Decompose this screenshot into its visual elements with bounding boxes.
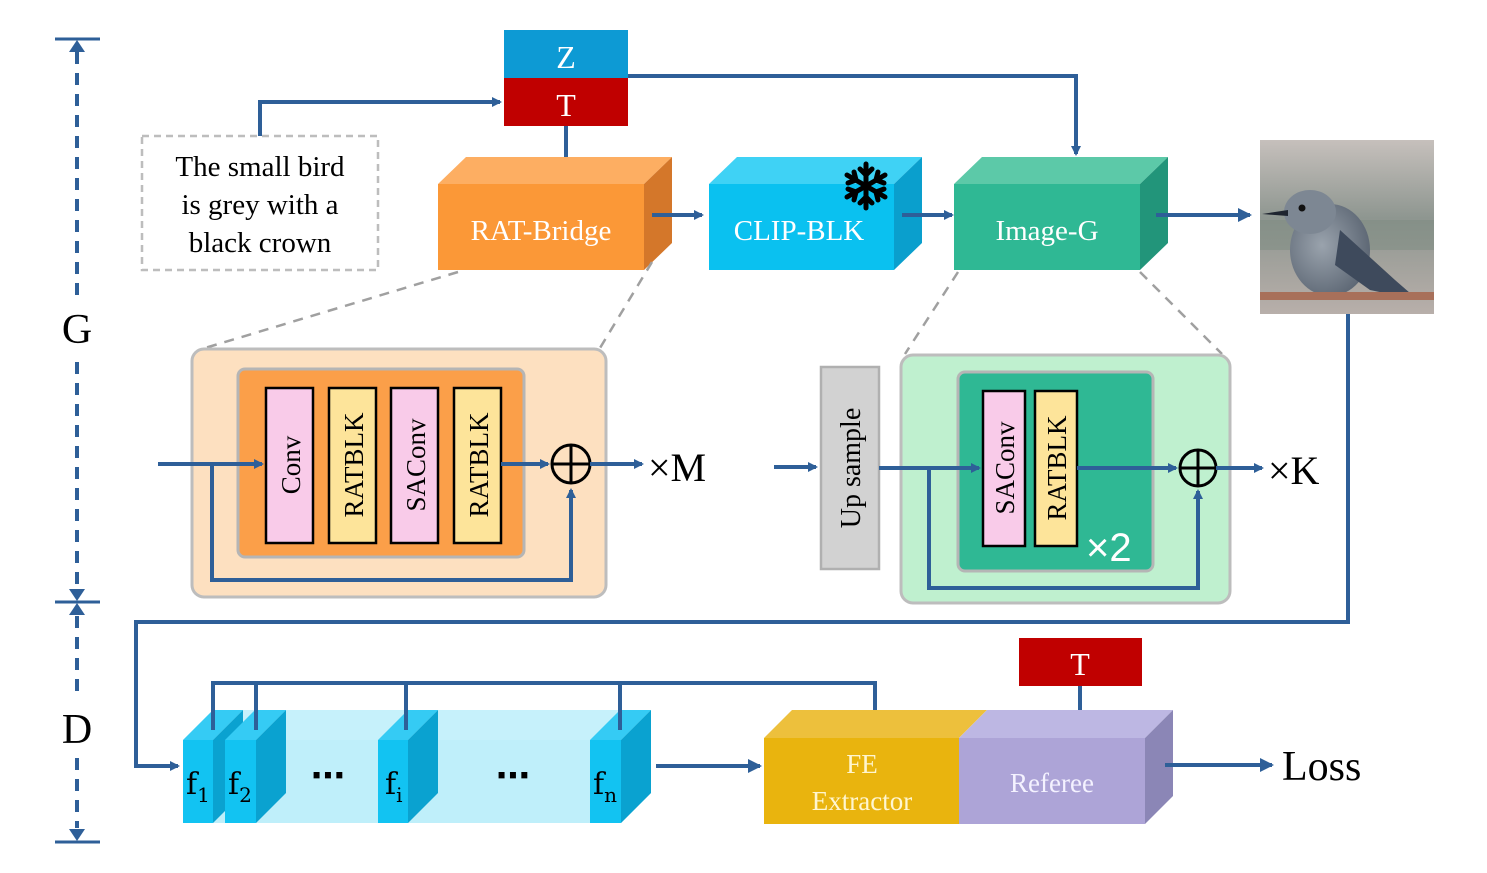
feature-label: f1 — [186, 767, 210, 807]
image-g-front — [954, 184, 1140, 270]
feature-front — [225, 740, 256, 823]
discriminator-section-label: D — [62, 707, 92, 753]
zoom-guide-line — [903, 271, 960, 355]
feature-label: fn — [593, 767, 617, 807]
t-text-block — [504, 78, 628, 126]
feature-side — [256, 710, 286, 823]
noise-text-input: Z T — [504, 30, 628, 126]
bird-beak — [1262, 210, 1288, 216]
t-label: T — [1070, 646, 1090, 682]
ellipsis: ⋯ — [496, 757, 530, 795]
clip-blk-top — [709, 157, 922, 184]
fe-referee-block: FE Extractor Referee — [764, 710, 1173, 824]
saconv-block — [389, 386, 440, 545]
arrowhead-up-icon — [69, 40, 85, 52]
feature-stack: f1 f2 ⋯ fi ⋯ fn — [183, 710, 651, 823]
t-text-block-discriminator — [1019, 638, 1142, 686]
text-prompt-border — [140, 134, 380, 272]
z-label: Z — [556, 39, 576, 75]
image-g-block: Image-G — [954, 157, 1168, 270]
feature-taps-arrow — [211, 681, 880, 730]
image-g-detail: Up sample SAConv RATBLK ×2 ×K — [774, 353, 1320, 605]
feature-label: f2 — [228, 767, 252, 807]
z-to-image-g-arrow — [628, 74, 1081, 156]
rat-residual-arrow — [210, 464, 576, 582]
feature-front — [183, 740, 213, 823]
rat-bridge-label: RAT-Bridge — [471, 215, 612, 247]
ellipsis: ⋯ — [311, 757, 345, 795]
bird-perch — [1260, 292, 1434, 300]
rat-bridge-front — [438, 184, 644, 270]
clip-blk-block: CLIP-BLK — [709, 157, 922, 270]
text-prompt-line: black crown — [189, 227, 332, 259]
feature-side — [408, 710, 438, 823]
image-g-label: Image-G — [995, 215, 1098, 247]
referee-front — [959, 738, 1145, 824]
fe-extractor-label: FE — [846, 749, 878, 779]
zoom-guide-line — [204, 270, 459, 350]
saconv-label: SAConv — [990, 421, 1020, 515]
sum-icon — [1178, 448, 1218, 488]
generator-section-label: G — [62, 307, 92, 353]
clip-blk-label: CLIP-BLK — [734, 215, 865, 247]
upsample-block — [819, 365, 881, 571]
saconv-block — [981, 389, 1027, 548]
arrowhead-down-icon — [69, 829, 85, 841]
bird-head — [1284, 190, 1336, 234]
zoom-guide-line — [598, 261, 654, 349]
loss-label: Loss — [1282, 744, 1361, 790]
text-prompt-box: The small bird is grey with a black crow… — [140, 134, 380, 272]
section-scale: G D — [55, 37, 100, 844]
feature-front — [378, 740, 408, 823]
ratblk-label: RATBLK — [1042, 415, 1072, 521]
bird-eye — [1298, 204, 1306, 212]
rat-bridge-block: RAT-Bridge — [438, 157, 672, 270]
referee-top — [959, 710, 1173, 738]
image-g-top — [954, 157, 1168, 184]
snowflake-icon — [844, 161, 888, 211]
fe-extractor-top — [764, 710, 987, 738]
arrowhead-up-icon — [69, 603, 85, 615]
image-g-side — [1140, 157, 1168, 270]
bird-wing — [1335, 230, 1418, 300]
feature-label: fi — [385, 767, 403, 807]
upsample-label: Up sample — [836, 408, 867, 529]
imageg-residual-arrow — [927, 468, 1203, 590]
prompt-to-t-arrow — [258, 97, 502, 136]
rat-bridge-detail: Conv RATBLK SAConv RATBLK ×M — [158, 347, 706, 599]
ratblk-block — [1033, 389, 1079, 548]
feature-side — [621, 710, 651, 823]
sum-icon — [550, 443, 592, 485]
referee-side — [1145, 710, 1173, 824]
arrowhead-down-icon — [69, 589, 85, 601]
ratblk-block — [327, 386, 378, 545]
rat-bridge-top — [438, 157, 672, 184]
ratblk-label: RATBLK — [464, 412, 494, 518]
repeat-m-label: ×M — [648, 445, 706, 490]
z-noise-block — [504, 30, 628, 78]
feature-f2: f2 — [225, 710, 286, 823]
referee-label: Referee — [1010, 768, 1094, 798]
t-label: T — [556, 87, 576, 123]
feature-front — [590, 740, 621, 823]
fe-extractor-front — [764, 738, 959, 824]
ratblk-label: RATBLK — [339, 412, 369, 518]
generated-bird-image — [1260, 140, 1434, 314]
repeat-k-label: ×K — [1268, 448, 1320, 493]
conv-label: Conv — [276, 435, 306, 494]
saconv-label: SAConv — [401, 418, 431, 512]
conv-block — [264, 386, 315, 545]
text-prompt-line: is grey with a — [181, 189, 338, 221]
image-to-discriminator-arrow — [134, 314, 1350, 771]
fe-extractor-label: Extractor — [812, 786, 912, 816]
repeat-2-label: ×2 — [1086, 526, 1132, 570]
zoom-guide-line — [1139, 271, 1223, 355]
text-prompt-line: The small bird — [175, 151, 345, 183]
